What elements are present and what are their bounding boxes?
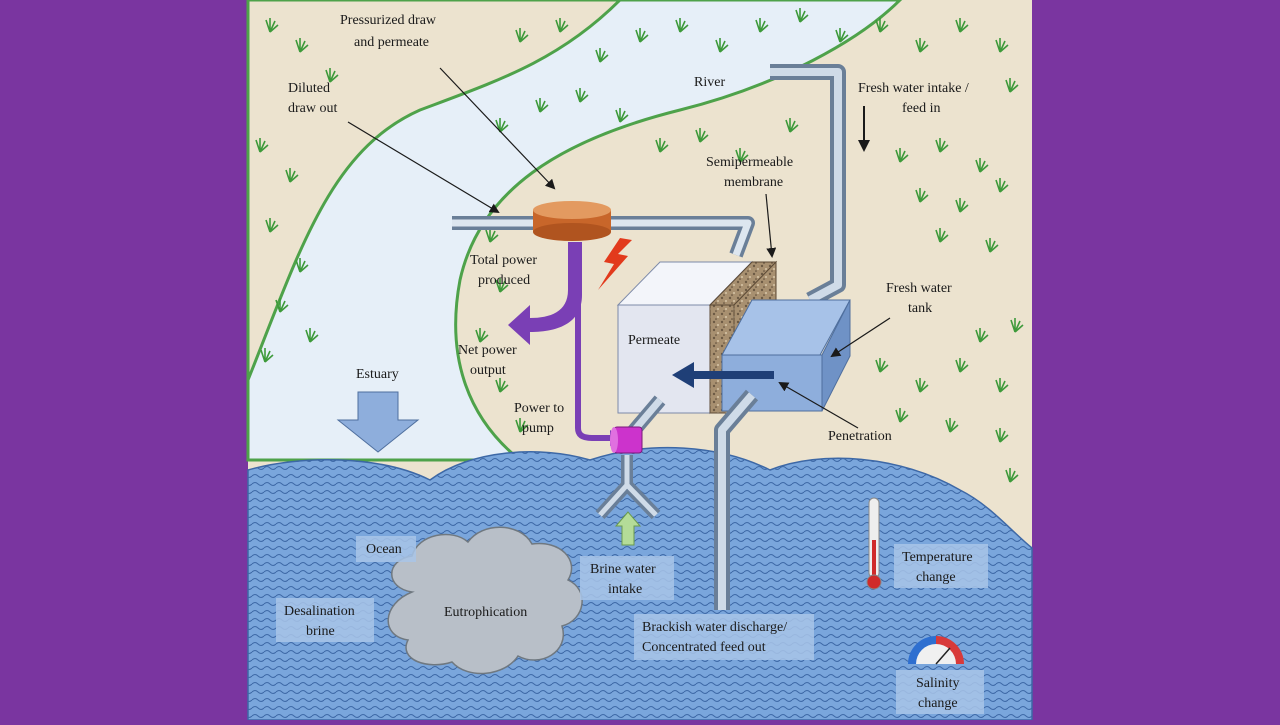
- fresh-intake-arrow: [858, 106, 870, 152]
- leader-lines: [347, 67, 891, 429]
- grass-tuft: [275, 298, 289, 313]
- grass-tuft: [875, 18, 889, 33]
- grass-tuft: [475, 328, 489, 343]
- grass-tuft: [260, 348, 274, 363]
- grass-tuft: [695, 128, 709, 143]
- estuary-arrow: [336, 391, 420, 453]
- brine-intake-pipe: [595, 455, 661, 520]
- grass-tuft: [955, 198, 969, 213]
- grass-tuft: [555, 18, 569, 33]
- grass-tuft: [895, 148, 909, 163]
- grass-tuft: [795, 8, 809, 23]
- grass-tuft: [295, 258, 309, 273]
- grass-tuft: [325, 68, 339, 83]
- label-ocean: Ocean: [366, 542, 402, 557]
- cloud-icon: [387, 526, 583, 675]
- generator-icon: [533, 201, 611, 241]
- label-penetration: Penetration: [828, 429, 892, 444]
- grass-tuft: [935, 228, 949, 243]
- grass-tuft: [835, 28, 849, 43]
- grass-tuft: [285, 168, 299, 183]
- grass-tuft: [495, 378, 509, 393]
- grass-tuft: [515, 418, 529, 433]
- grass-tuft: [985, 238, 999, 253]
- grass-tuft: [995, 178, 1009, 193]
- river-inner-bank: [246, 0, 623, 381]
- label-brackish: Brackish water discharge/Concentrated fe…: [642, 620, 787, 655]
- grass-tuft: [255, 138, 269, 153]
- label-fresh-intake: Fresh water intake /feed in: [858, 81, 969, 116]
- grass-tuft: [915, 378, 929, 393]
- label-eutrophication: Eutrophication: [444, 605, 527, 620]
- grass-tuft: [995, 378, 1009, 393]
- brine-intake-arrow: [614, 511, 642, 546]
- grass-tuft: [305, 328, 319, 343]
- grass-tuft: [1005, 78, 1019, 93]
- grass-tuft: [995, 38, 1009, 53]
- grass-tuft: [785, 118, 799, 133]
- grass-tuft: [675, 18, 689, 33]
- grass-tuft: [715, 38, 729, 53]
- grass-tuft: [495, 278, 509, 293]
- grass-tuft: [915, 38, 929, 53]
- grass-tuft: [655, 138, 669, 153]
- grass-tuft: [1010, 318, 1024, 333]
- grass-tuft: [975, 328, 989, 343]
- grass-tuft: [945, 418, 959, 433]
- fresh-water-tank: [721, 299, 851, 412]
- grass-tuft: [575, 88, 589, 103]
- grass-tuft: [955, 18, 969, 33]
- grass-tuft: [895, 408, 909, 423]
- grass-tuft: [735, 148, 749, 163]
- grass-tuft: [755, 18, 769, 33]
- grass-tuft: [485, 228, 499, 243]
- grass-tuft: [935, 138, 949, 153]
- lightning-icon: [598, 238, 632, 290]
- grass-tuft: [975, 158, 989, 173]
- pump-icon: [610, 426, 643, 454]
- grass-tuft: [295, 38, 309, 53]
- grass-tuft: [995, 428, 1009, 443]
- grass-tuft: [615, 108, 629, 123]
- grass-tuft: [1005, 468, 1019, 483]
- grass-tuft: [595, 48, 609, 63]
- salinity-gauge-icon: [908, 636, 964, 665]
- label-river: River: [694, 75, 725, 90]
- penetration-arrow: [672, 362, 774, 388]
- grass-tuft: [535, 98, 549, 113]
- grass-tuft: [265, 18, 279, 33]
- grass-tuft: [495, 118, 509, 133]
- grass-tuft: [875, 358, 889, 373]
- grass-tuft: [955, 358, 969, 373]
- grass-tuft: [265, 218, 279, 233]
- grass-tufts: [255, 8, 1024, 483]
- label-permeate: Permeate: [628, 333, 680, 348]
- grass-tuft: [515, 28, 529, 43]
- label-estuary: Estuary: [356, 367, 399, 382]
- thermometer-icon: [866, 497, 882, 590]
- grass-tuft: [915, 188, 929, 203]
- grass-tuft: [635, 28, 649, 43]
